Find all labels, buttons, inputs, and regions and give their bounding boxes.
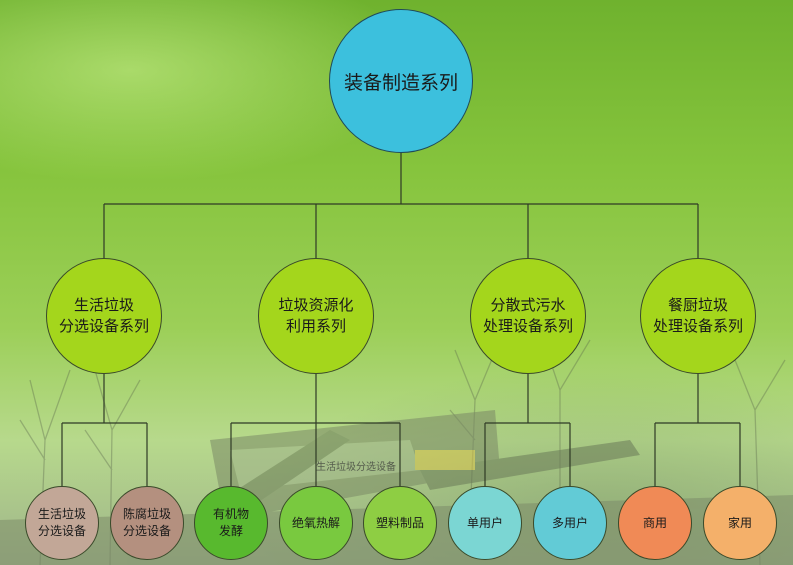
connector-cat-0 (61, 374, 148, 486)
connector-cat-3 (654, 374, 741, 486)
connector-root (104, 153, 698, 205)
leaf-node-organic-fermentation[interactable]: 有机物 发酵 (194, 486, 268, 560)
photo-sign-text: 生活垃圾分选设备 (316, 460, 396, 473)
leaf-node-aged-waste-sorting[interactable]: 陈腐垃圾 分选设备 (110, 486, 184, 560)
leaf-node-anaerobic-pyrolysis[interactable]: 绝氧热解 (279, 486, 353, 560)
leaf-node-commercial[interactable]: 商用 (618, 486, 692, 560)
connector-level2 (103, 204, 699, 258)
leaf-node-household[interactable]: 家用 (703, 486, 777, 560)
leaf-node-single-user[interactable]: 单用户 (448, 486, 522, 560)
connector-cat-1 (230, 374, 401, 486)
leaf-node-plastic-products[interactable]: 塑料制品 (363, 486, 437, 560)
category-node-resource-utilization[interactable]: 垃圾资源化 利用系列 (258, 258, 374, 374)
leaf-node-household-sorting-equipment[interactable]: 生活垃圾 分选设备 (25, 486, 99, 560)
category-node-sewage-treatment[interactable]: 分散式污水 处理设备系列 (470, 258, 586, 374)
category-node-household-sorting[interactable]: 生活垃圾 分选设备系列 (46, 258, 162, 374)
root-node[interactable]: 装备制造系列 (329, 9, 473, 153)
category-node-kitchen-waste[interactable]: 餐厨垃圾 处理设备系列 (640, 258, 756, 374)
leaf-node-multi-user[interactable]: 多用户 (533, 486, 607, 560)
connector-cat-2 (484, 374, 571, 486)
